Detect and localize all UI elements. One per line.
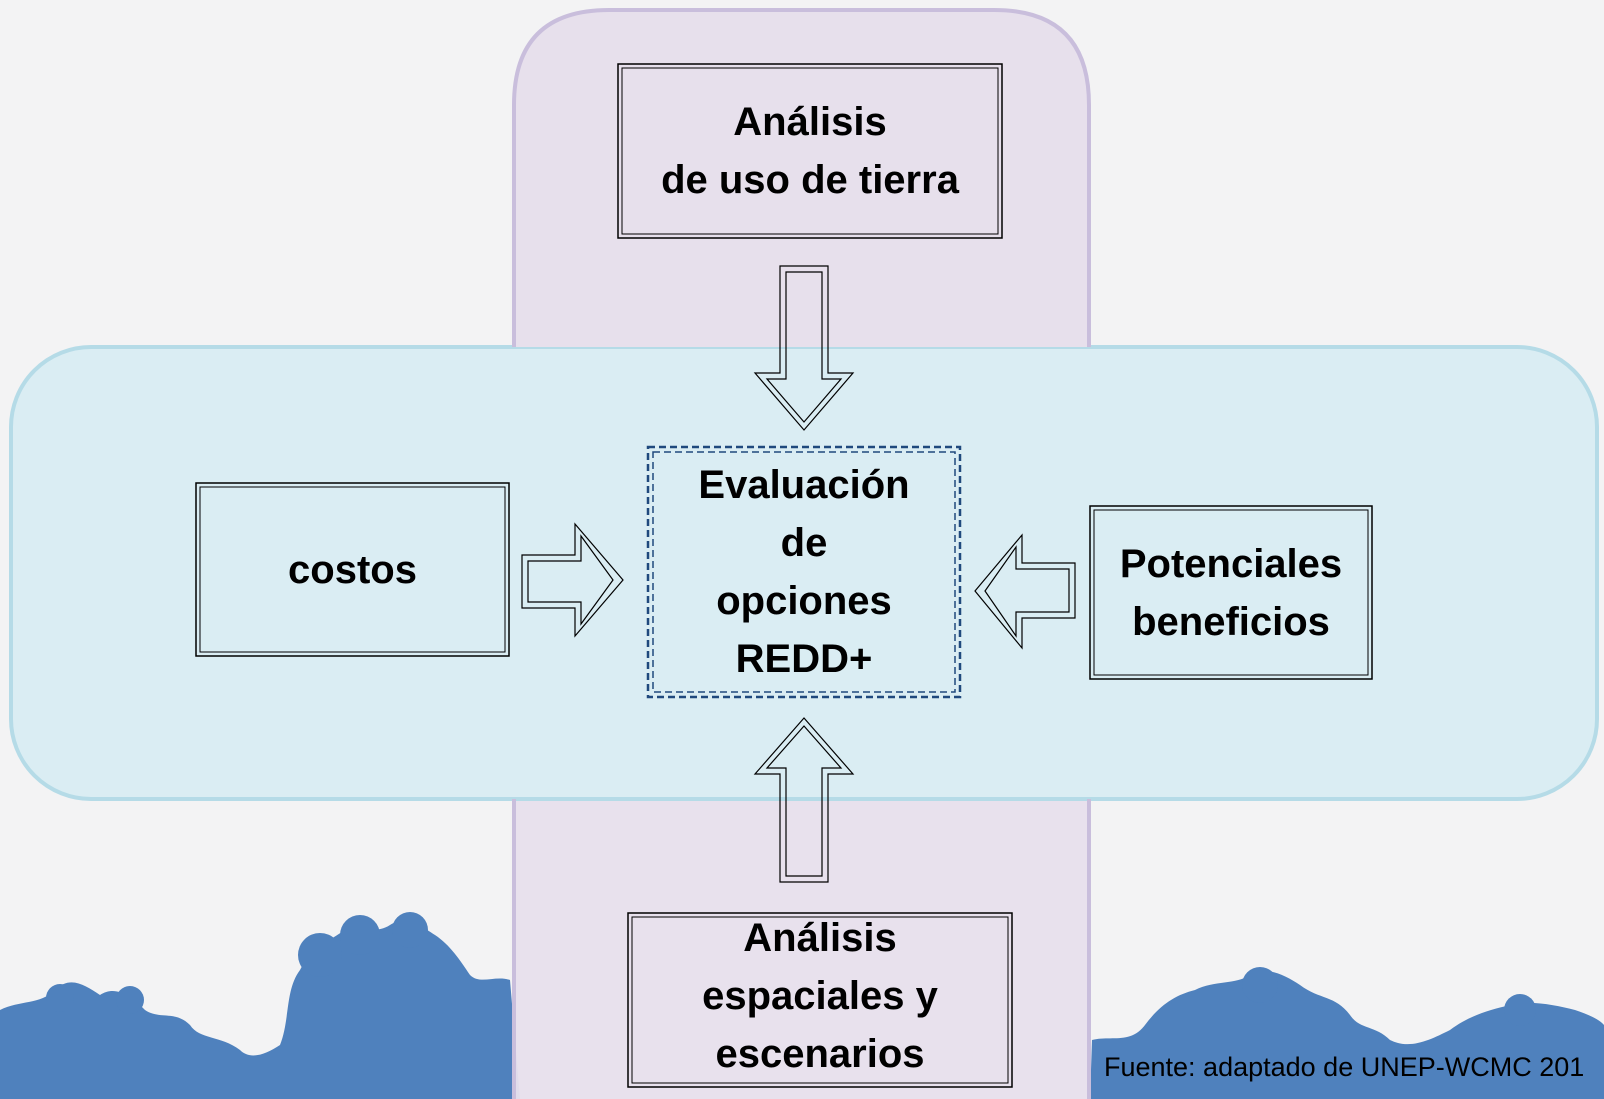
- center-box-line-1: Evaluación: [698, 463, 910, 507]
- vertical-band-bottom-fill: [516, 801, 1087, 1099]
- bottom-box-line-1: Análisis: [743, 916, 897, 960]
- vertical-band-bottom: [512, 799, 1091, 1099]
- bottom-box-inner-frame: [631, 916, 1009, 1084]
- top-box: Análisis de uso de tierra: [622, 68, 998, 234]
- top-box-frame: [617, 63, 1003, 239]
- center-box-inner-frame: [652, 451, 956, 693]
- top-box-line-2: de uso de tierra: [661, 158, 959, 202]
- center-box-line-2: de: [780, 521, 828, 565]
- source-caption: Fuente: adaptado de UNEP-WCMC 201: [1104, 1052, 1585, 1082]
- arrow-down-icon: [753, 265, 855, 431]
- arrow-left-icon: [974, 533, 1076, 650]
- foliage-right: [1090, 967, 1604, 1099]
- left-box-frame: [195, 482, 510, 657]
- bottom-box-line-3: escenarios: [715, 1032, 925, 1076]
- arrow-right-icon: [521, 522, 624, 638]
- bottom-box: Análisis espaciales y escenarios: [632, 916, 1008, 1083]
- top-box-inner-frame: [621, 67, 999, 235]
- top-box-line-1: Análisis: [733, 100, 887, 144]
- left-box-inner-frame: [199, 486, 506, 653]
- center-box-line-3: opciones: [716, 579, 892, 623]
- bottom-box-line-2: espaciales y: [702, 974, 938, 1018]
- center-box: Evaluación de opciones REDD+: [653, 452, 955, 692]
- right-box: Potenciales beneficios: [1094, 510, 1368, 675]
- right-box-line-1: Potenciales: [1119, 541, 1343, 586]
- foliage-left: [0, 912, 520, 1099]
- left-box-line-1: costos: [288, 547, 417, 592]
- arrow-up-icon: [753, 717, 855, 883]
- center-box-line-4: REDD+: [735, 637, 873, 681]
- right-box-line-2: beneficios: [1132, 599, 1330, 644]
- left-box: costos: [200, 487, 505, 652]
- bottom-box-frame: [627, 912, 1013, 1088]
- center-box-frame: [646, 445, 962, 699]
- right-box-frame: [1089, 505, 1373, 680]
- vertical-band-top: [512, 8, 1091, 347]
- right-box-inner-frame: [1093, 509, 1369, 676]
